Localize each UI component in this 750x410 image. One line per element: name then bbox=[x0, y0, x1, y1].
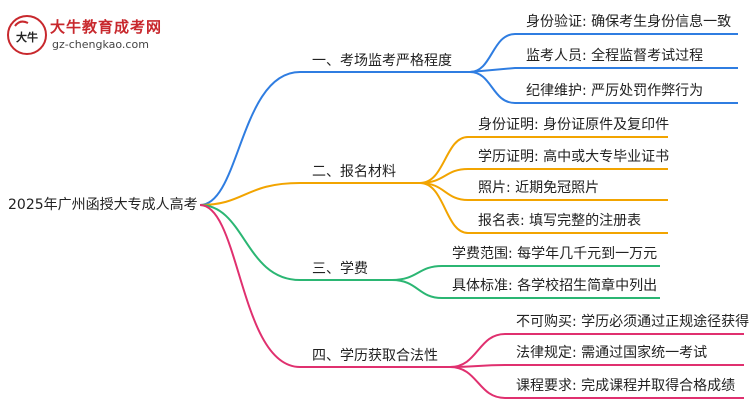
branch-2-child-1: 身份证明: 身份证原件及复印件 bbox=[478, 117, 670, 133]
connector-branch-4-child-3 bbox=[449, 366, 744, 399]
connector-branch-3-child-1 bbox=[391, 265, 660, 281]
connector-branch-3-child-2 bbox=[391, 279, 660, 299]
connector-branch-1-child-2 bbox=[469, 67, 738, 73]
connector-branch-4-child-2 bbox=[449, 364, 744, 368]
branch-3-child-1: 学费范围: 每学年几千元到一万元 bbox=[452, 246, 658, 262]
logo: 大牛 大牛教育成考网 gz-chengkao.com bbox=[6, 14, 166, 60]
connector-root-branch-4 bbox=[199, 204, 301, 368]
logo-mark-icon: 大牛 bbox=[7, 15, 47, 55]
connector-branch-4-child-1 bbox=[449, 333, 744, 368]
connector-root-branch-3 bbox=[199, 204, 301, 281]
branch-1-child-3: 纪律维护: 严厉处罚作弊行为 bbox=[526, 83, 704, 99]
root-node: 2025年广州函授大专成人高考 bbox=[8, 197, 198, 213]
branch-2-child-3: 照片: 近期免冠照片 bbox=[478, 180, 600, 196]
logo-domain: gz-chengkao.com bbox=[52, 38, 149, 51]
branch-3-label: 三、学费 bbox=[312, 261, 368, 277]
logo-brand: 大牛教育成考网 bbox=[50, 18, 163, 36]
connector-branch-2-child-4 bbox=[419, 182, 668, 234]
connector-branch-1-child-3 bbox=[469, 71, 738, 104]
branch-1-child-1: 身份验证: 确保考生身份信息一致 bbox=[526, 14, 732, 30]
branch-2-child-2: 学历证明: 高中或大专毕业证书 bbox=[478, 149, 670, 165]
connector-branch-2-child-3 bbox=[419, 182, 668, 201]
branch-2-label: 二、报名材料 bbox=[312, 164, 396, 180]
branch-3-child-2: 具体标准: 各学校招生简章中列出 bbox=[452, 278, 658, 294]
connector-root-branch-1 bbox=[199, 71, 301, 206]
connector-root-branch-2 bbox=[199, 182, 301, 206]
branch-1-child-2: 监考人员: 全程监督考试过程 bbox=[526, 48, 704, 64]
branch-1-label: 一、考场监考严格程度 bbox=[312, 53, 452, 69]
branch-4-child-2: 法律规定: 需通过国家统一考试 bbox=[516, 345, 708, 361]
branch-4-child-1: 不可购买: 学历必须通过正规途径获得 bbox=[516, 314, 750, 330]
branch-4-child-3: 课程要求: 完成课程并取得合格成绩 bbox=[516, 378, 736, 394]
branch-4-label: 四、学历获取合法性 bbox=[312, 348, 438, 364]
branch-2-child-4: 报名表: 填写完整的注册表 bbox=[478, 213, 642, 229]
logo-mark-text: 大牛 bbox=[16, 30, 38, 44]
connector-branch-2-child-1 bbox=[419, 136, 668, 184]
